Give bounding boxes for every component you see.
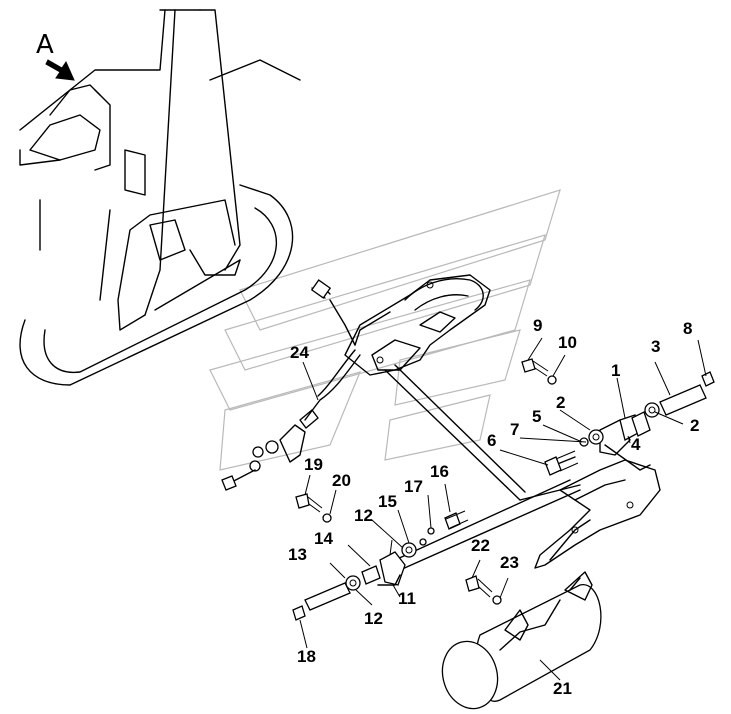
label-part-2-upper: 2 <box>556 393 565 412</box>
label-part-11: 11 <box>398 589 416 608</box>
label-part-15: 15 <box>378 492 397 511</box>
label-part-2-right: 2 <box>690 416 699 435</box>
label-part-6: 6 <box>487 431 496 450</box>
label-part-7: 7 <box>510 420 519 439</box>
label-part-12-upper: 12 <box>354 506 373 525</box>
label-part-13: 13 <box>288 545 307 564</box>
label-part-10: 10 <box>558 333 577 352</box>
label-part-19: 19 <box>304 455 323 474</box>
label-part-5: 5 <box>532 407 541 426</box>
label-part-14: 14 <box>314 529 333 548</box>
label-part-17: 17 <box>404 477 423 496</box>
label-part-1: 1 <box>611 361 620 380</box>
cylinder-assembly <box>441 571 602 710</box>
label-part-24: 24 <box>290 343 309 362</box>
lower-left-bracket-assembly <box>292 493 502 621</box>
label-part-12-lower: 12 <box>364 609 383 628</box>
lever-bracket-assembly <box>221 274 491 491</box>
label-part-20: 20 <box>332 471 351 490</box>
leader-lines <box>299 337 707 681</box>
watermark-logo-icon <box>209 189 561 471</box>
label-part-9: 9 <box>533 316 542 335</box>
machine-overview <box>19 9 301 386</box>
label-part-3: 3 <box>651 337 660 356</box>
label-part-18: 18 <box>297 647 316 666</box>
label-part-23: 23 <box>500 553 519 572</box>
right-bracket-assembly <box>521 358 715 569</box>
label-part-22: 22 <box>471 536 490 555</box>
label-part-8: 8 <box>683 319 692 338</box>
view-a-indicator: A <box>36 30 75 81</box>
label-part-21: 21 <box>553 679 572 698</box>
view-label-a: A <box>36 30 54 60</box>
label-part-16: 16 <box>430 462 449 481</box>
view-direction-arrow-icon <box>45 59 75 81</box>
connecting-rod <box>384 364 581 571</box>
label-part-4: 4 <box>631 435 641 454</box>
part-labels: 1 2 2 3 4 5 6 7 8 9 10 11 12 12 13 14 15… <box>288 316 699 698</box>
